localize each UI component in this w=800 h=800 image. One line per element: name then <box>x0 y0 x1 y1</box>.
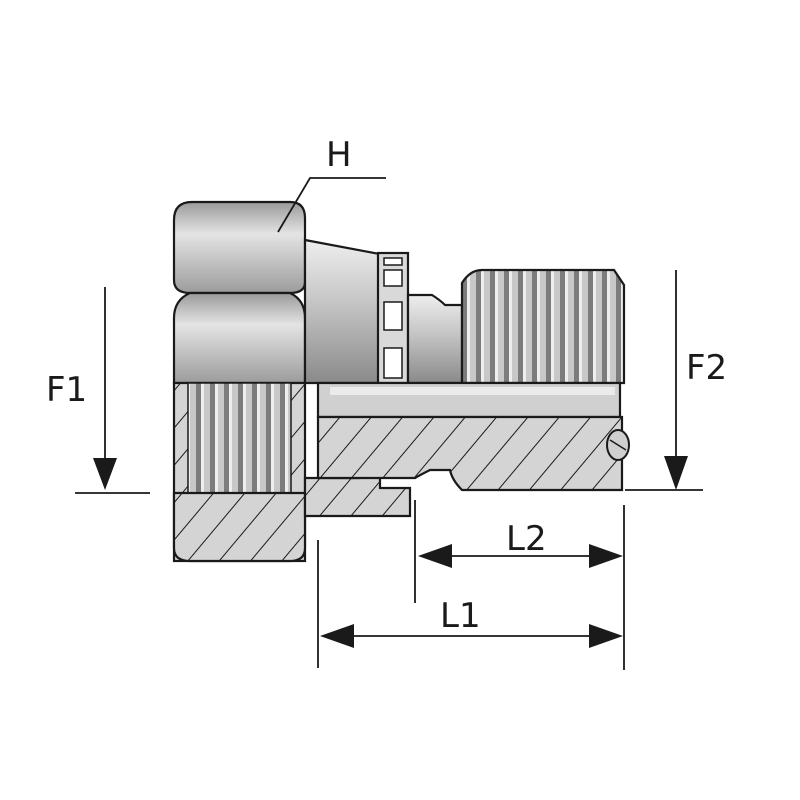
hex-nut <box>172 200 307 563</box>
f2-arrow-head <box>664 456 688 490</box>
l2-label: L2 <box>506 519 547 559</box>
f1-arrow-head <box>93 458 117 490</box>
l2-arrow-right <box>589 544 623 568</box>
collar-slot-4 <box>383 347 403 379</box>
collar-lower-section <box>303 471 412 518</box>
body-section <box>316 415 624 492</box>
collar-upper <box>303 238 387 385</box>
l1-label: L1 <box>440 596 481 636</box>
l2-arrow-left <box>418 544 452 568</box>
collar-slot-2 <box>383 269 403 287</box>
male-thread <box>460 268 626 385</box>
neck-upper <box>406 293 464 385</box>
collar-slot-3 <box>383 301 403 331</box>
f1-label: F1 <box>46 370 87 410</box>
f2-label: F2 <box>686 348 727 388</box>
l1-arrow-left <box>320 624 354 648</box>
male-thread-exterior <box>460 268 626 385</box>
hex-label: H <box>326 135 352 175</box>
collar-slot-1 <box>383 257 403 266</box>
nut-internal-thread <box>187 382 292 494</box>
hex-nut-mid-face <box>172 291 307 385</box>
hex-nut-upper-face <box>172 200 307 295</box>
l1-arrow-right <box>589 624 623 648</box>
hex-leader-line <box>277 177 386 233</box>
bore-highlight <box>330 387 615 395</box>
hex-nut-bottom-round <box>172 491 307 563</box>
